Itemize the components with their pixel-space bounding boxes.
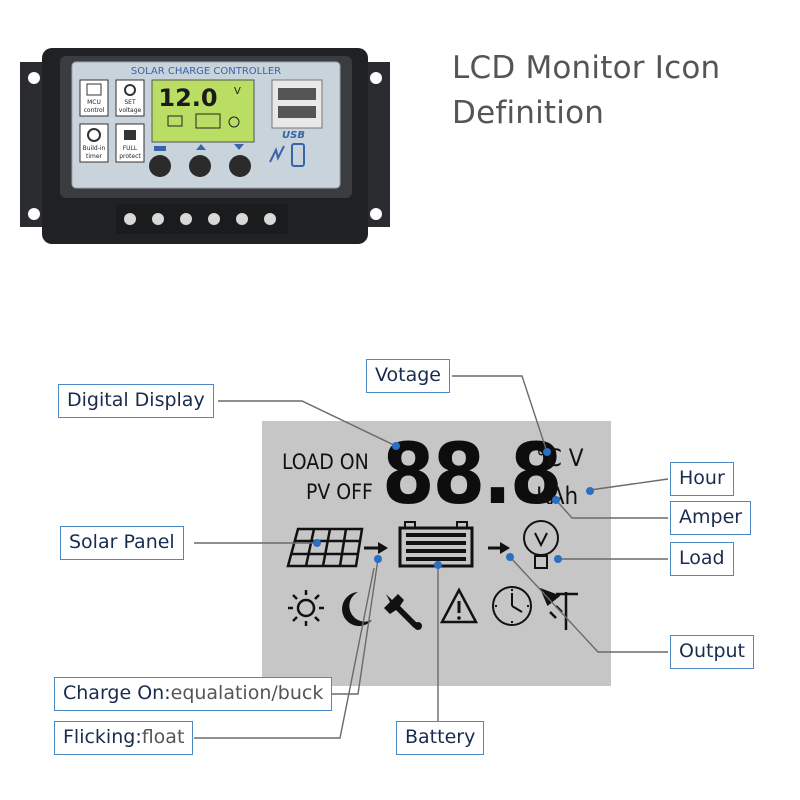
callout-amper: Amper: [670, 501, 752, 535]
callout-hour: Hour: [670, 462, 734, 496]
callout-charge-on: Charge On:equalation/buck: [54, 677, 333, 711]
output-arrow-icon: [488, 542, 510, 554]
callout-digital-display: Digital Display: [58, 384, 214, 418]
timer-label-2: timer: [86, 153, 103, 160]
device-screen-unit: V: [234, 86, 241, 97]
sun-icon: [288, 590, 324, 626]
mcu-label-1: MCU: [87, 99, 101, 106]
charge-arrow-icon: [364, 542, 388, 554]
set-label-1: SET: [124, 99, 136, 106]
callout-output: Output: [670, 635, 754, 669]
lcd-unit-bottom: KAh: [536, 482, 579, 510]
protect-label-2: protect: [119, 153, 141, 160]
street-lamp-icon: [539, 587, 578, 630]
wrench-icon: [384, 594, 422, 630]
mcu-label-2: control: [84, 107, 105, 114]
protect-label-1: FULL: [123, 145, 138, 152]
usb-label: USB: [282, 130, 305, 141]
title-line-2: Definition: [452, 95, 605, 131]
set-label-2: voltage: [119, 107, 142, 114]
warning-icon: [439, 587, 479, 624]
flicking-detail: float: [141, 726, 185, 748]
lcd-pv-off-text: PV OFF: [306, 480, 373, 504]
callout-flicking: Flicking:float: [54, 721, 194, 755]
title-line-1: LCD Monitor Icon: [452, 50, 721, 86]
charge-on-label: Charge On:: [63, 682, 171, 704]
lcd-load-on-text: LOAD ON: [282, 450, 369, 474]
load-bulb-icon: [523, 520, 559, 569]
device-header-text: SOLAR CHARGE CONTROLLER: [131, 66, 281, 77]
solar-panel-icon: [286, 527, 364, 568]
callout-battery: Battery: [396, 721, 485, 755]
callout-dots: [313, 442, 594, 569]
lcd-unit-top: °C V: [536, 444, 584, 472]
timer-label-1: Build-in: [83, 145, 106, 152]
flicking-label: Flicking:: [63, 726, 142, 748]
moon-icon: [342, 592, 372, 626]
callout-votage: Votage: [366, 359, 450, 393]
device-screen-value: 12.0: [158, 84, 217, 112]
clock-icon: [492, 586, 532, 626]
callout-load: Load: [670, 542, 734, 576]
lcd-digits: 88.8: [382, 425, 562, 523]
charge-controller-device: SOLAR CHARGE CONTROLLER MCU control SET …: [20, 48, 390, 244]
charge-on-detail: equalation/buck: [170, 682, 324, 704]
callout-solar-panel: Solar Panel: [60, 526, 184, 560]
